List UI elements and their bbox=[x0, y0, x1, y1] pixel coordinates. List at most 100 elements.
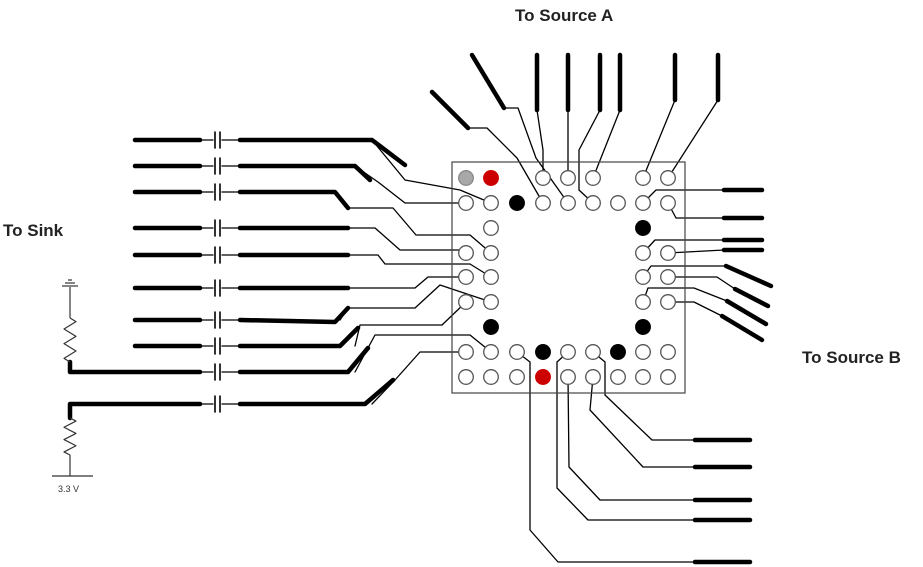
sink-route-trace-0 bbox=[371, 139, 492, 204]
pad-red-r8-c3 bbox=[535, 369, 551, 385]
pad-empty-r8-c7 bbox=[635, 369, 651, 385]
pad-empty-r4-c7 bbox=[635, 269, 651, 285]
pad-ground-r7-c6 bbox=[610, 344, 626, 360]
pad-empty-r0-c7 bbox=[635, 170, 651, 186]
sink-route-trace-8 bbox=[354, 334, 492, 373]
label-source-b: To Source B bbox=[802, 348, 901, 367]
source-b-thin-trace-5 bbox=[667, 276, 736, 290]
pad-empty-r1-c6 bbox=[610, 195, 626, 211]
pad-empty-r4-c8 bbox=[660, 269, 676, 285]
pad-ground-r6-c1 bbox=[483, 319, 499, 335]
bottom-thin-trace-3 bbox=[556, 351, 696, 521]
pad-empty-r1-c5 bbox=[585, 195, 601, 211]
source-b-thin-trace-1 bbox=[667, 202, 725, 219]
source-b-thick-trace-4 bbox=[723, 263, 774, 289]
label-sink: To Sink bbox=[3, 221, 64, 240]
sink-route-trace-7 bbox=[354, 301, 467, 347]
pad-ground-r1-c2 bbox=[509, 195, 525, 211]
sink-route-trace-9 bbox=[371, 351, 467, 405]
pad-empty-r1-c3 bbox=[535, 195, 551, 211]
sink-output-trace-6 bbox=[237, 305, 351, 325]
sink-output-trace-1 bbox=[237, 163, 373, 183]
source-b-thin-trace-7 bbox=[667, 301, 723, 317]
source-a-thin-trace-7 bbox=[667, 99, 719, 179]
sink-channels bbox=[67, 131, 492, 421]
source-b-thick-trace-7 bbox=[719, 313, 765, 343]
sink-output-trace-0 bbox=[237, 137, 408, 168]
source-a-thin-trace-4 bbox=[578, 109, 601, 204]
pad-empty-r4-c0 bbox=[458, 269, 474, 285]
label-voltage: 3.3 V bbox=[58, 484, 80, 494]
pad-empty-r5-c8 bbox=[660, 294, 676, 310]
source-a-thin-trace-5 bbox=[592, 109, 621, 179]
source-b-thick-trace-6 bbox=[724, 298, 769, 327]
pad-gray-r0-c0 bbox=[458, 170, 474, 186]
sink-route-trace-1 bbox=[354, 165, 467, 204]
pad-empty-r4-c1 bbox=[483, 269, 499, 285]
pad-empty-r7-c1 bbox=[483, 344, 499, 360]
pad-empty-r2-c1 bbox=[483, 220, 499, 236]
pad-empty-r1-c4 bbox=[560, 195, 576, 211]
bottom-thin-trace-1 bbox=[589, 376, 696, 468]
source-a-thin-trace-0 bbox=[467, 127, 544, 204]
pad-empty-r7-c7 bbox=[635, 344, 651, 360]
source-b-thin-trace-3 bbox=[667, 249, 725, 254]
pad-empty-r1-c1 bbox=[483, 195, 499, 211]
pad-empty-r8-c8 bbox=[660, 369, 676, 385]
pad-ground-r6-c7 bbox=[635, 319, 651, 335]
pad-empty-r7-c4 bbox=[560, 344, 576, 360]
pad-empty-r7-c2 bbox=[509, 344, 525, 360]
pad-empty-r7-c0 bbox=[458, 344, 474, 360]
pad-empty-r3-c7 bbox=[635, 245, 651, 261]
pad-empty-r1-c0 bbox=[458, 195, 474, 211]
pad-empty-r8-c1 bbox=[483, 369, 499, 385]
source-a-thick-trace-1 bbox=[469, 52, 507, 111]
pad-empty-r3-c8 bbox=[660, 245, 676, 261]
pad-empty-r1-c7 bbox=[635, 195, 651, 211]
sink-route-trace-4 bbox=[347, 254, 492, 278]
pad-empty-r0-c8 bbox=[660, 170, 676, 186]
pad-empty-r7-c8 bbox=[660, 344, 676, 360]
resistor-bottom bbox=[63, 417, 77, 456]
pad-ground-r2-c7 bbox=[635, 220, 651, 236]
source-a-thin-trace-2 bbox=[536, 109, 544, 179]
pad-empty-r0-c4 bbox=[560, 170, 576, 186]
pad-empty-r8-c2 bbox=[509, 369, 525, 385]
sink-output-trace-7 bbox=[237, 325, 361, 349]
source-a-thin-trace-1 bbox=[503, 107, 569, 204]
label-source-a: To Source A bbox=[515, 6, 614, 25]
pad-empty-r5-c0 bbox=[458, 294, 474, 310]
source-a-thick-trace-0 bbox=[429, 89, 471, 131]
bottom-thin-trace-2 bbox=[567, 376, 696, 501]
pad-empty-r3-c1 bbox=[483, 245, 499, 261]
pad-empty-r8-c0 bbox=[458, 369, 474, 385]
signal-traces bbox=[429, 52, 774, 565]
pad-empty-r8-c4 bbox=[560, 369, 576, 385]
pad-empty-r5-c1 bbox=[483, 294, 499, 310]
resistor-top bbox=[63, 317, 77, 363]
bottom-thin-trace-0 bbox=[592, 351, 696, 441]
sink-output-trace-2 bbox=[237, 189, 351, 211]
pad-empty-r0-c5 bbox=[585, 170, 601, 186]
resistor-bottom-trace bbox=[67, 401, 203, 421]
package-outline bbox=[451, 161, 686, 394]
sink-output-trace-8 bbox=[237, 345, 371, 375]
pad-empty-r5-c7 bbox=[635, 294, 651, 310]
source-b-thick-trace-5 bbox=[732, 286, 771, 309]
sink-route-trace-5 bbox=[347, 276, 467, 289]
sink-route-trace-2 bbox=[334, 191, 492, 254]
pad-empty-r1-c8 bbox=[660, 195, 676, 211]
sink-route-trace-6 bbox=[339, 284, 492, 321]
sink-route-trace-3 bbox=[347, 227, 467, 251]
source-b-thin-trace-0 bbox=[642, 189, 725, 204]
termination-resistors bbox=[52, 279, 93, 477]
pad-empty-r3-c0 bbox=[458, 245, 474, 261]
pad-ground-r7-c3 bbox=[535, 344, 551, 360]
sink-output-trace-9 bbox=[237, 377, 396, 407]
pad-empty-r8-c6 bbox=[610, 369, 626, 385]
pad-empty-r0-c3 bbox=[535, 170, 551, 186]
source-a-thin-trace-6 bbox=[642, 99, 676, 179]
resistor-top-trace bbox=[67, 359, 203, 375]
pad-empty-r7-c5 bbox=[585, 344, 601, 360]
